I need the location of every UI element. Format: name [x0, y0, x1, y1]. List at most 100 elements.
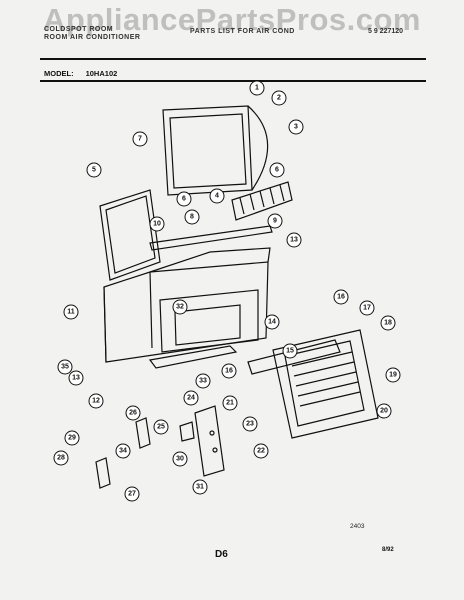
- knob-a: [209, 430, 215, 436]
- callout-16a: [333, 289, 349, 305]
- callout-23-label: 23: [246, 421, 254, 428]
- cabinet-top: [149, 247, 271, 273]
- callout-15-label: 15: [286, 348, 294, 355]
- watermark: AppliancePartsPros.com: [43, 2, 421, 37]
- callout-25: [153, 419, 169, 435]
- bracket-27: [95, 457, 111, 489]
- callout-14-label: 14: [268, 319, 276, 326]
- front-grille: [272, 329, 379, 439]
- callout-28: [53, 450, 69, 466]
- compressor-area: [174, 304, 241, 346]
- right-louver: [231, 181, 293, 221]
- callout-6b: [269, 162, 285, 178]
- callout-21-label: 21: [226, 400, 234, 407]
- callout-24-label: 24: [187, 395, 195, 402]
- date-code: 8/92: [382, 547, 394, 553]
- rear-panel: [162, 105, 253, 196]
- callout-2-label: 2: [277, 95, 281, 102]
- callout-4-label: 4: [215, 193, 219, 200]
- left-filter-panel: [99, 189, 161, 281]
- header-right: 5 9 227120: [368, 28, 404, 35]
- callout-32: [172, 299, 188, 315]
- callout-27: [124, 486, 140, 502]
- front-grille-slats: [291, 351, 361, 407]
- callout-16b: [221, 363, 237, 379]
- callout-11: [63, 304, 79, 320]
- callout-28-label: 28: [57, 455, 65, 462]
- callout-25-label: 25: [157, 424, 165, 431]
- left-filter-inner: [105, 195, 156, 274]
- callout-13b: [68, 370, 84, 386]
- cabinet-edge: [149, 271, 153, 349]
- callout-30-label: 30: [176, 456, 184, 463]
- right-louver-slats: [239, 184, 285, 215]
- callout-31: [192, 479, 208, 495]
- callout-34: [115, 443, 131, 459]
- callout-27-label: 27: [128, 491, 136, 498]
- callout-7-label: 7: [138, 136, 142, 143]
- top-rail: [149, 225, 273, 251]
- callout-33: [195, 373, 211, 389]
- model-line: MODEL:10HA102: [44, 69, 129, 78]
- callout-13a-label: 13: [290, 237, 298, 244]
- callout-6a-label: 6: [182, 196, 186, 203]
- callout-35-label: 35: [61, 364, 69, 371]
- callout-24: [183, 390, 199, 406]
- callout-23: [242, 416, 258, 432]
- callout-29: [64, 430, 80, 446]
- callout-16b-label: 16: [225, 368, 233, 375]
- callout-33-label: 33: [199, 378, 207, 385]
- callout-32-label: 32: [176, 304, 184, 311]
- callout-3-label: 3: [294, 124, 298, 131]
- callout-31-label: 31: [196, 484, 204, 491]
- knob-b: [212, 447, 218, 453]
- callout-19: [385, 367, 401, 383]
- callout-19-label: 19: [389, 372, 397, 379]
- rear-panel-inner: [169, 113, 247, 189]
- callout-6b-label: 6: [275, 167, 279, 174]
- callout-1-label: 1: [255, 85, 259, 92]
- callout-4: [209, 188, 225, 204]
- callout-29-label: 29: [68, 435, 76, 442]
- callout-8-label: 8: [190, 214, 194, 221]
- callout-26: [125, 405, 141, 421]
- callout-8: [184, 209, 200, 225]
- callout-26-label: 26: [129, 410, 137, 417]
- callout-9-label: 9: [273, 218, 277, 225]
- callout-5: [86, 162, 102, 178]
- header-middle: PARTS LIST FOR AIR COND: [190, 28, 295, 35]
- callout-13b-label: 13: [72, 375, 80, 382]
- callouts: [53, 80, 401, 502]
- callout-3: [288, 119, 304, 135]
- cabinet-outline: [103, 261, 269, 363]
- callout-18-label: 18: [384, 320, 392, 327]
- front-grille-inner: [284, 340, 365, 427]
- callout-35: [57, 359, 73, 375]
- callout-5-label: 5: [92, 167, 96, 174]
- header-left-line1: COLDSPOT ROOM: [44, 26, 114, 33]
- switch-25: [179, 421, 195, 442]
- callout-22-label: 22: [257, 448, 265, 455]
- rear-panel-arc: [247, 105, 269, 191]
- control-panel: [194, 405, 225, 477]
- callout-18: [380, 315, 396, 331]
- header-rule-bottom: [40, 80, 426, 82]
- callout-1: [249, 80, 265, 96]
- callout-34-label: 34: [119, 448, 127, 455]
- callout-21: [222, 395, 238, 411]
- callout-14: [264, 314, 280, 330]
- callout-22: [253, 443, 269, 459]
- callout-2: [271, 90, 287, 106]
- header-rule-top: [40, 58, 426, 60]
- callout-20-label: 20: [380, 408, 388, 415]
- model-value: 10HA102: [85, 69, 118, 78]
- callout-20: [376, 403, 392, 419]
- callout-11-label: 11: [67, 309, 75, 316]
- callout-13a: [286, 232, 302, 248]
- cabinet-front-edge: [103, 286, 107, 363]
- callout-17-label: 17: [363, 305, 371, 312]
- header-left: COLDSPOT ROOM ROOM AIR CONDITIONER: [44, 26, 140, 42]
- callout-30: [172, 451, 188, 467]
